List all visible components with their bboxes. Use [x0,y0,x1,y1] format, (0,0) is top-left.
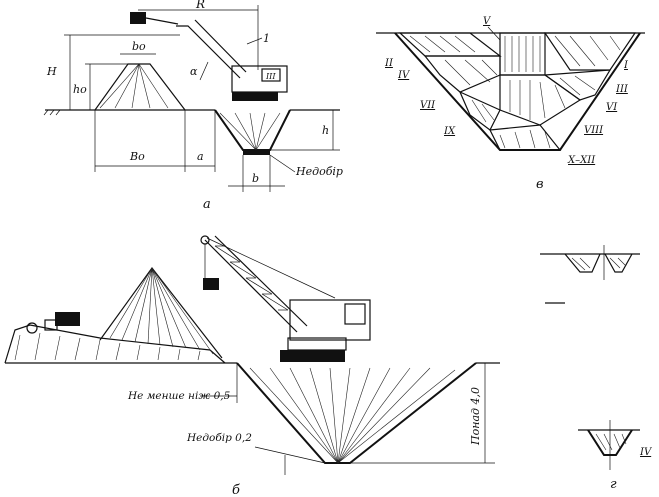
leader-V [487,26,501,41]
slope-hatching-b [14,332,201,361]
spoil-heap-a [94,63,186,111]
spoil-heap-hatching-a [99,63,169,109]
panel-g: IV г [540,245,653,492]
lattice-boom-upper-b [214,235,308,327]
trench-outline-v [394,32,641,151]
alpha-arrow [199,61,209,81]
hoist-cable-b [206,237,336,299]
dim-ho-label: hо [73,83,87,96]
excavator-tracks-a [232,92,278,101]
dragline-body-b [289,299,371,341]
underdig-label-a: Недобір [295,165,343,178]
dim-h-label: h [322,124,329,137]
layer-label-VIII: VIII [584,125,604,136]
ground-hatching-a-left [43,109,61,116]
dim-bo-top-label: bо [132,40,146,53]
layer-label-g: IV [639,447,653,458]
trench-hatching-a [219,112,281,151]
bulldozer-body-b [55,312,80,326]
excavator-cab-a [261,68,281,82]
panel-b: Не менше ніж 0,5 Недобір 0,2 Понад 4,0 б [4,235,500,497]
trench-b [236,362,477,464]
note-depth-label: Понад 4,0 [469,387,482,446]
underdig-strip-a [243,150,270,155]
underdig-leader-b [254,446,326,464]
dragline-bucket-b [203,278,219,290]
dim-b-label: b [252,172,259,185]
layer-label-III: III [615,84,629,95]
note-min-label: Не менше ніж 0,5 [127,390,231,402]
trench-g-top-hatching [571,257,627,271]
underdig-leader-a [269,154,296,173]
dim-R-label: R [195,0,205,11]
layer-label-IV: IV [397,70,411,81]
caption-g: г [610,477,617,492]
dim-Bo-label: Bо [129,150,145,163]
layer-hatching-v [409,35,621,149]
dragline-base-b [287,337,347,351]
dragline-cab-b [344,303,366,325]
spoil-cone-hatching-b [109,267,214,355]
layer-label-VII: VII [420,100,436,111]
leader-1 [246,37,263,45]
layer-label-VI: VI [606,102,618,113]
dim-H-label: H [46,65,57,78]
cab-label-a: III [265,72,276,81]
dim-a-label: a [197,150,204,163]
boom-a-upper [194,19,247,73]
panel-v: V II IV I III VI VII VIII IX X–XII в [376,16,645,192]
layer-blocks-v [398,32,637,151]
layer-label-II: II [384,58,394,69]
alpha-label: α [190,65,198,78]
bucket-a [130,12,146,24]
caption-b: б [232,483,240,497]
note-underdig-label: Недобір 0,2 [186,432,252,444]
slope-fill-b [4,324,226,364]
layer-label-IX: IX [443,126,456,137]
trench-g-top-right [604,253,633,273]
trench-g-bottom-hatching [595,433,627,451]
layer-label-V: V [483,16,492,27]
bulldozer-wheel-b [26,322,38,334]
dragline-tracks-b [280,350,345,362]
layer-label-X-XII: X–XII [567,155,596,166]
stick-a [145,17,179,25]
lattice-boom-lower-b [204,239,298,333]
excavator-body-a [231,65,288,93]
bulldozer-blade-b [44,319,58,331]
layer-label-I: I [623,60,629,71]
label-1: 1 [263,32,270,45]
trench-hatching-b [249,367,456,464]
boom-a [176,25,241,79]
caption-a: а [203,197,211,212]
panel-a: III R 1 α H hо bо Bо a [43,0,343,212]
trench-g-top-left [564,253,601,273]
caption-v: в [536,177,544,192]
lattice-boom-web-b [214,245,289,311]
